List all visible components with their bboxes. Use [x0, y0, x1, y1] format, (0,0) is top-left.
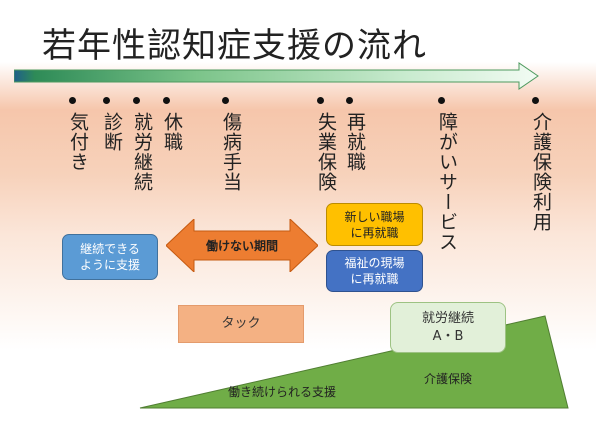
- stage-label: 障がいサービス: [436, 112, 458, 252]
- continued-work-support-label: 働き続けられる支援: [228, 385, 337, 399]
- bullet-dot: [222, 97, 229, 104]
- stage-shindan: 診断: [101, 97, 141, 152]
- stage-label: 失業保険: [315, 112, 337, 192]
- bullet-dot: [103, 97, 110, 104]
- bullet-dot: [133, 97, 140, 104]
- stage-shogai-service: 障がいサービス: [436, 97, 476, 252]
- page-title: 若年性認知症支援の流れ: [42, 26, 427, 66]
- employment-continuation-ab-box: 就労継続 A・B: [390, 302, 506, 353]
- stage-label: 再就職: [344, 112, 366, 172]
- stage-label: 休職: [161, 112, 183, 152]
- stage-label: 就労継続: [131, 112, 153, 192]
- continue-support-box: 継続できる ように支援: [62, 234, 158, 280]
- bullet-dot: [69, 97, 76, 104]
- stage-label: 診断: [101, 112, 123, 152]
- stage-shitsugyo-hoken: 失業保険: [315, 97, 355, 192]
- bullet-dot: [346, 97, 353, 104]
- care-insurance-label: 介護保険: [424, 372, 473, 386]
- bullet-dot: [532, 97, 539, 104]
- stage-sai-shushoku: 再就職: [344, 97, 384, 172]
- stage-shobyo-teate: 傷病手当: [220, 97, 260, 192]
- stage-label: 介護保険利用: [530, 112, 552, 232]
- bullet-dot: [317, 97, 324, 104]
- stage-label: 傷病手当: [220, 112, 242, 192]
- bullet-dot: [163, 97, 170, 104]
- bullet-dot: [438, 97, 445, 104]
- non-working-period-arrow: 働けない期間: [166, 219, 318, 272]
- stage-shuro-keizoku: 就労継続: [131, 97, 171, 192]
- timeline-arrow: [14, 62, 540, 90]
- new-workplace-box: 新しい職場 に再就職: [326, 203, 423, 246]
- stage-label: 気付き: [67, 112, 89, 172]
- stage-kaigo-hoken-riyo: 介護保険利用: [530, 97, 570, 232]
- stage-kyushoku: 休職: [161, 97, 201, 152]
- tack-box: タック: [178, 305, 304, 343]
- welfare-workplace-box: 福祉の現場 に再就職: [326, 250, 423, 292]
- non-working-period-label: 働けない期間: [205, 239, 278, 253]
- stage-kizuki: 気付き: [67, 97, 107, 172]
